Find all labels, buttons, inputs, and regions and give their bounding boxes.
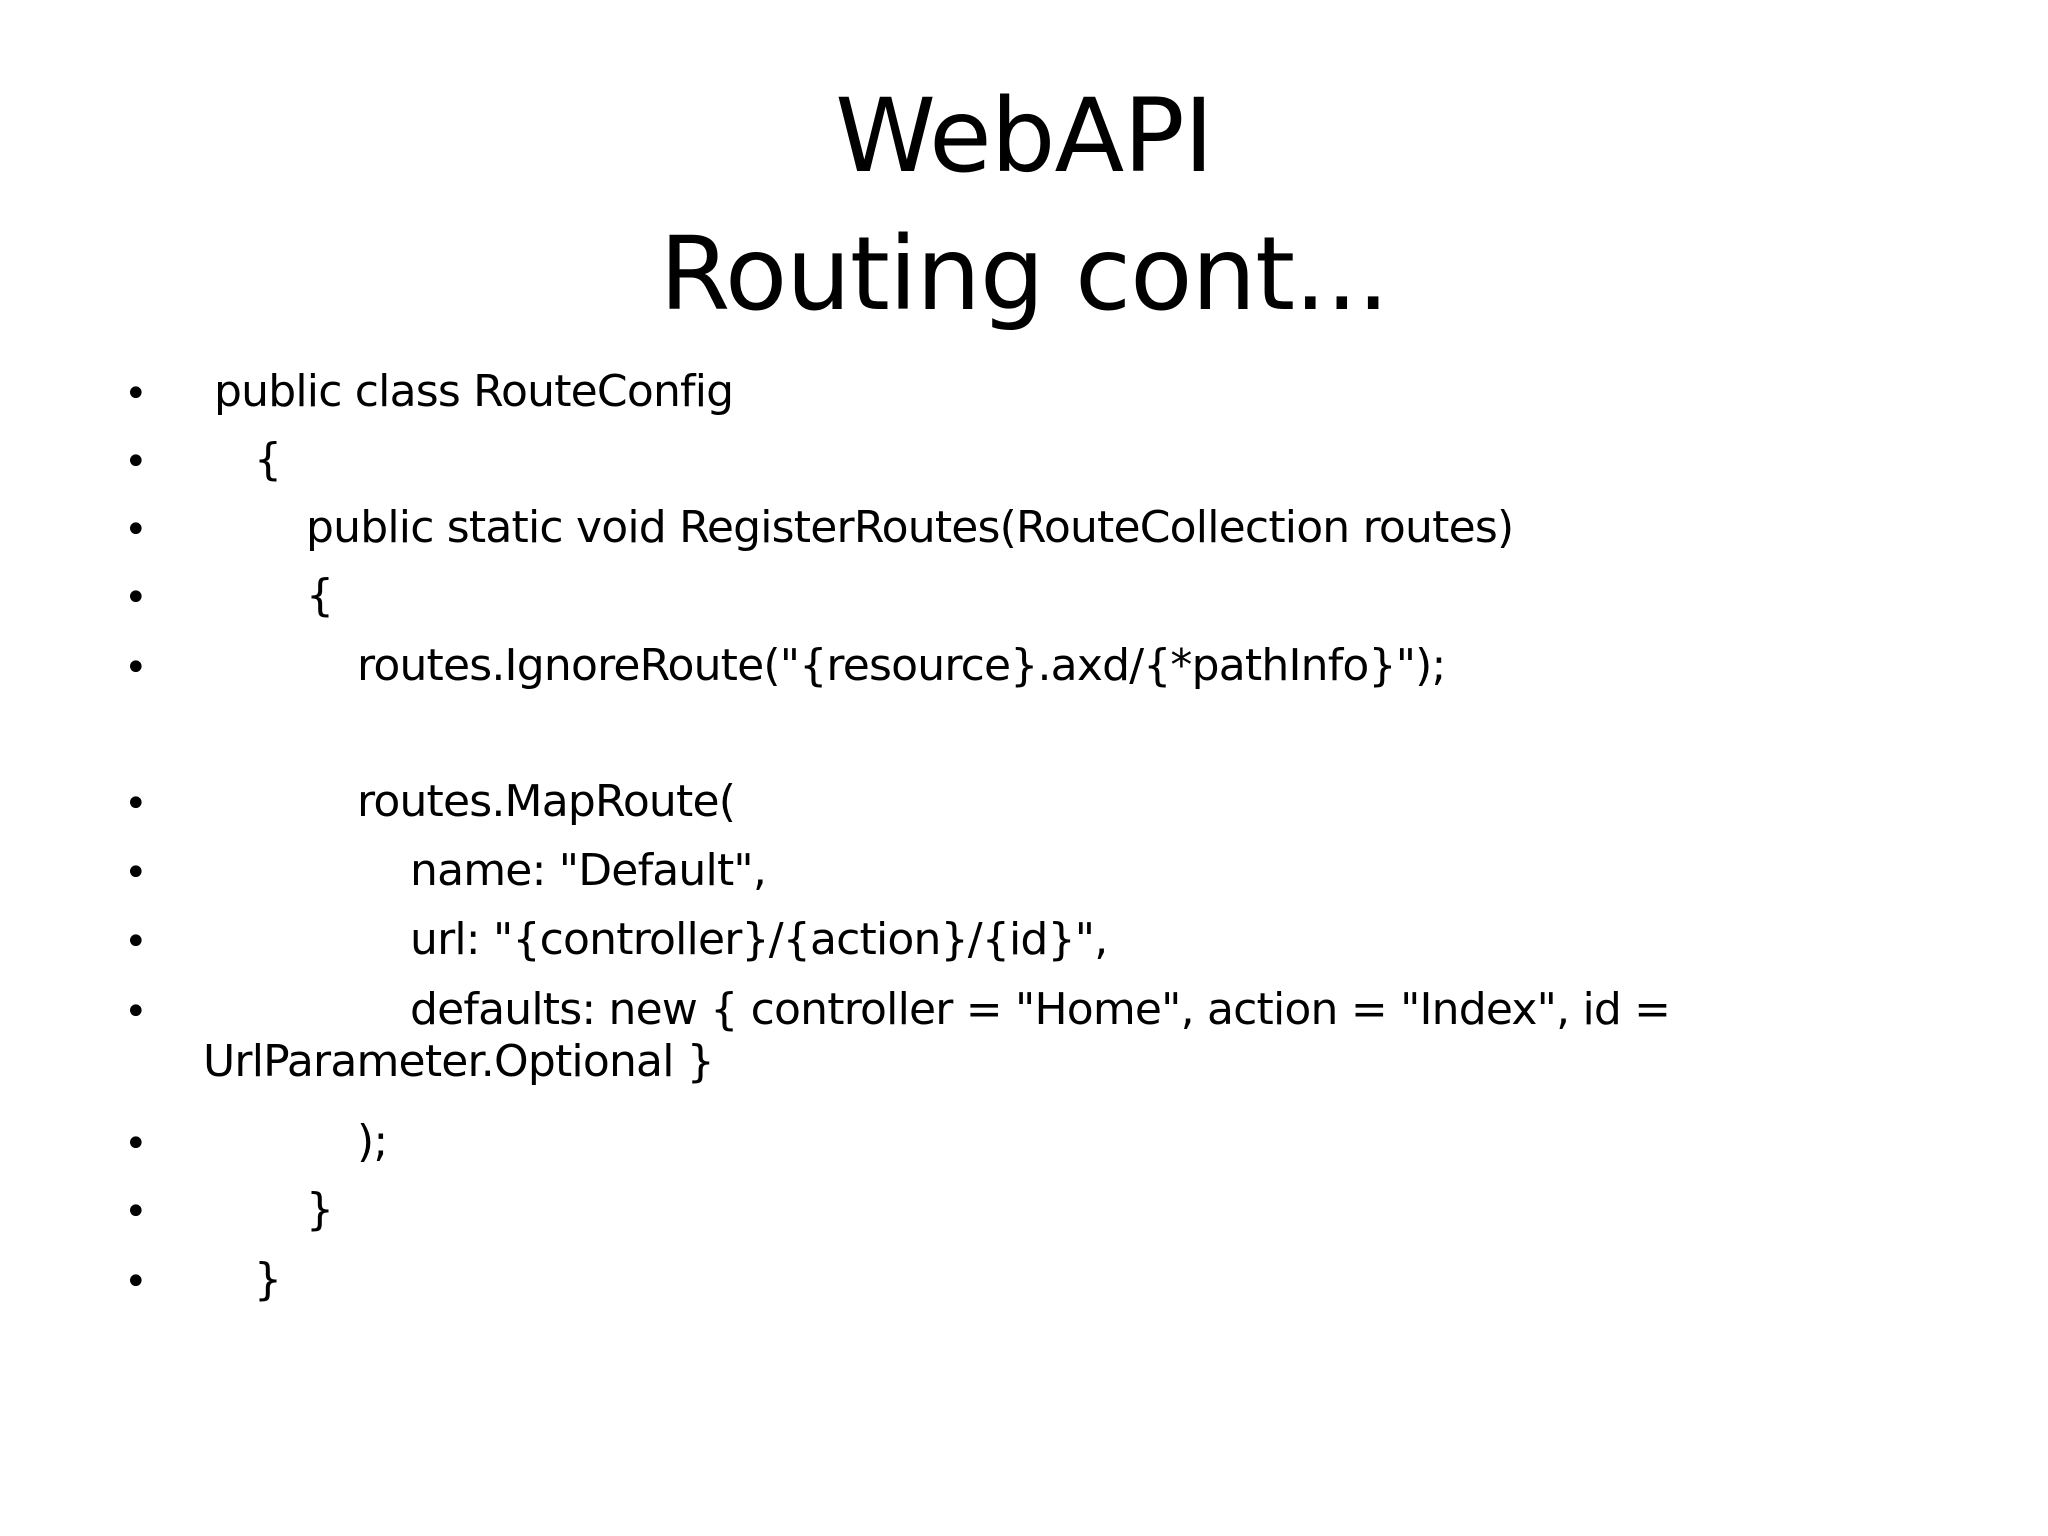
bullet-marker: • [124,575,148,621]
list-item: • routes.IgnoreRoute("{resource}.axd/{*p… [0,638,2048,698]
list-item: • public static void RegisterRoutes(Rout… [0,500,2048,560]
bullet-marker: • [124,1259,148,1305]
bullet-marker: • [124,1121,148,1167]
bullet-marker: • [124,645,148,691]
code-line: { [254,434,282,485]
list-item: • routes.MapRoute( [0,774,2048,834]
bullet-marker: • [124,919,148,965]
list-item: • public class RouteConfig [0,364,2048,424]
code-line: { [306,570,334,621]
bullet-marker: • [124,371,148,417]
list-item: • name: "Default", [0,843,2048,903]
code-line: ); [357,1116,388,1167]
list-item: • { [0,568,2048,628]
bullet-marker: • [124,507,148,553]
code-line: name: "Default", [410,845,767,896]
code-line: } [306,1184,334,1235]
list-item: • defaults: new { controller = "Home", a… [0,982,2048,1102]
code-line: public static void RegisterRoutes(RouteC… [306,502,1514,553]
title-line-2: Routing cont... [659,215,1390,334]
list-item: • } [0,1252,2048,1312]
bullet-marker: • [124,989,148,1035]
bullet-marker: • [124,850,148,896]
code-line: } [254,1254,282,1305]
code-line: public class RouteConfig [214,366,734,417]
list-item: • url: "{controller}/{action}/{id}", [0,912,2048,972]
slide-title: WebAPI Routing cont... [0,68,2048,344]
bullet-marker: • [124,781,148,827]
list-item: • } [0,1182,2048,1242]
title-line-1: WebAPI [835,77,1214,196]
code-line: routes.IgnoreRoute("{resource}.axd/{*pat… [357,640,1446,691]
code-line: routes.MapRoute( [357,776,736,827]
list-item: • { [0,432,2048,492]
bullet-marker: • [124,439,148,485]
code-line-continuation: UrlParameter.Optional } [203,1036,715,1087]
list-item: • ); [0,1114,2048,1174]
bullet-marker: • [124,1189,148,1235]
code-line: defaults: new { controller = "Home", act… [410,984,1671,1035]
code-line: url: "{controller}/{action}/{id}", [410,914,1108,965]
